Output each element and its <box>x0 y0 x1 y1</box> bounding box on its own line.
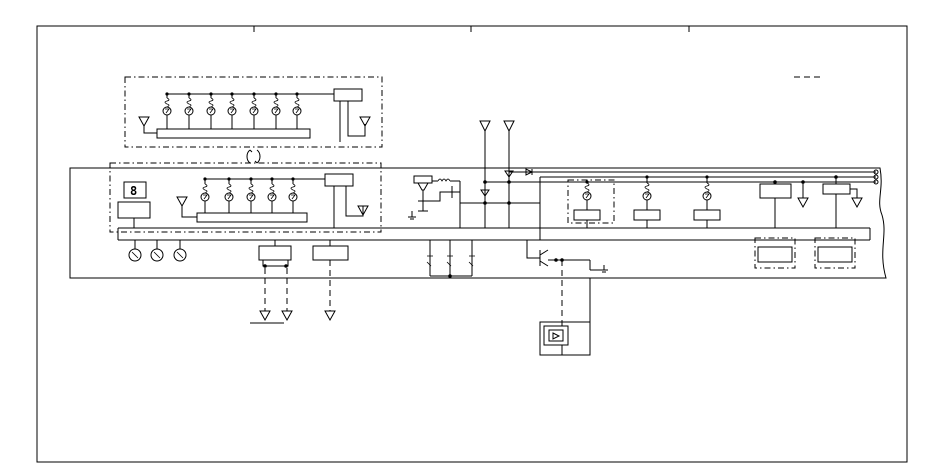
lamp-symbol <box>642 175 652 210</box>
sensor-symbol <box>173 240 187 262</box>
external-actuator <box>539 321 591 356</box>
lamp-symbol <box>162 92 172 129</box>
harness-connectors <box>250 240 349 324</box>
lamp-symbol <box>206 92 216 129</box>
power-input-section <box>408 120 879 355</box>
lower-lamp-array <box>200 177 298 213</box>
lower-optional-module: 8 <box>109 162 382 233</box>
lamp-symbol <box>200 177 210 213</box>
lamp-symbol <box>288 177 298 213</box>
right-lamp-array <box>582 175 712 210</box>
lamp-symbol <box>292 92 302 129</box>
lamp-symbol <box>267 177 277 213</box>
lamp-symbol <box>224 177 234 213</box>
sensor-group <box>128 240 187 262</box>
upper-lamp-array <box>162 92 302 129</box>
sensor-symbol <box>150 240 164 262</box>
right-lamp-modules <box>567 179 721 228</box>
lamp-symbol <box>582 180 592 210</box>
relay-units <box>754 175 863 269</box>
lamp-symbol <box>227 92 237 129</box>
lamp-symbol <box>184 92 194 129</box>
segment-display: 8 <box>130 184 137 198</box>
main-unit-outline <box>69 167 887 279</box>
drawing-frame <box>36 25 908 463</box>
lamp-symbol <box>249 92 259 129</box>
upper-optional-module <box>124 76 383 148</box>
lamp-symbol <box>271 92 281 129</box>
lamp-symbol <box>246 177 256 213</box>
lamp-symbol <box>702 175 712 210</box>
sensor-symbol <box>128 240 142 262</box>
connector-symbol <box>246 149 261 164</box>
